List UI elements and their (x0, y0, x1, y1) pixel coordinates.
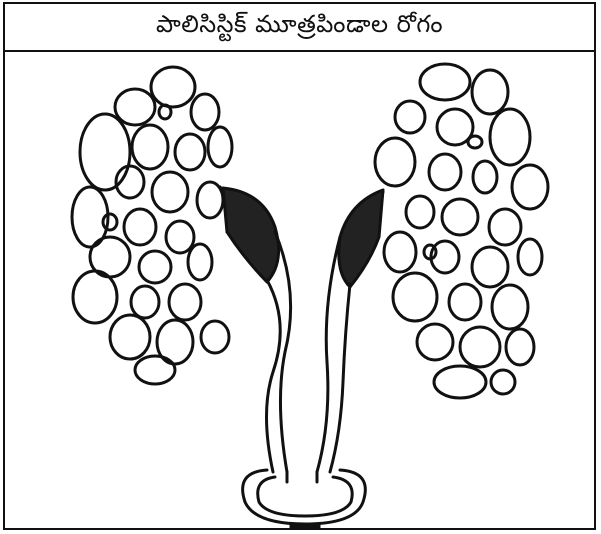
left-ureter-icon (267, 280, 281, 472)
figure-frame: పాలిసిస్టిక్ మూత్రపిండాల రోగం (3, 2, 596, 530)
kidneys-ureters-bladder-icon (5, 52, 594, 528)
right-kidney-icon (373, 64, 548, 398)
bladder-icon (243, 470, 366, 528)
left-renal-pelvis-icon (223, 188, 279, 282)
title-bar: పాలిసిస్టిక్ మూత్రపిండాల రోగం (5, 4, 594, 52)
left-kidney-icon (72, 67, 232, 384)
right-renal-pelvis-icon (339, 190, 383, 287)
right-ureter-icon (330, 284, 350, 472)
figure-title: పాలిసిస్టిక్ మూత్రపిండాల రోగం (156, 10, 443, 44)
